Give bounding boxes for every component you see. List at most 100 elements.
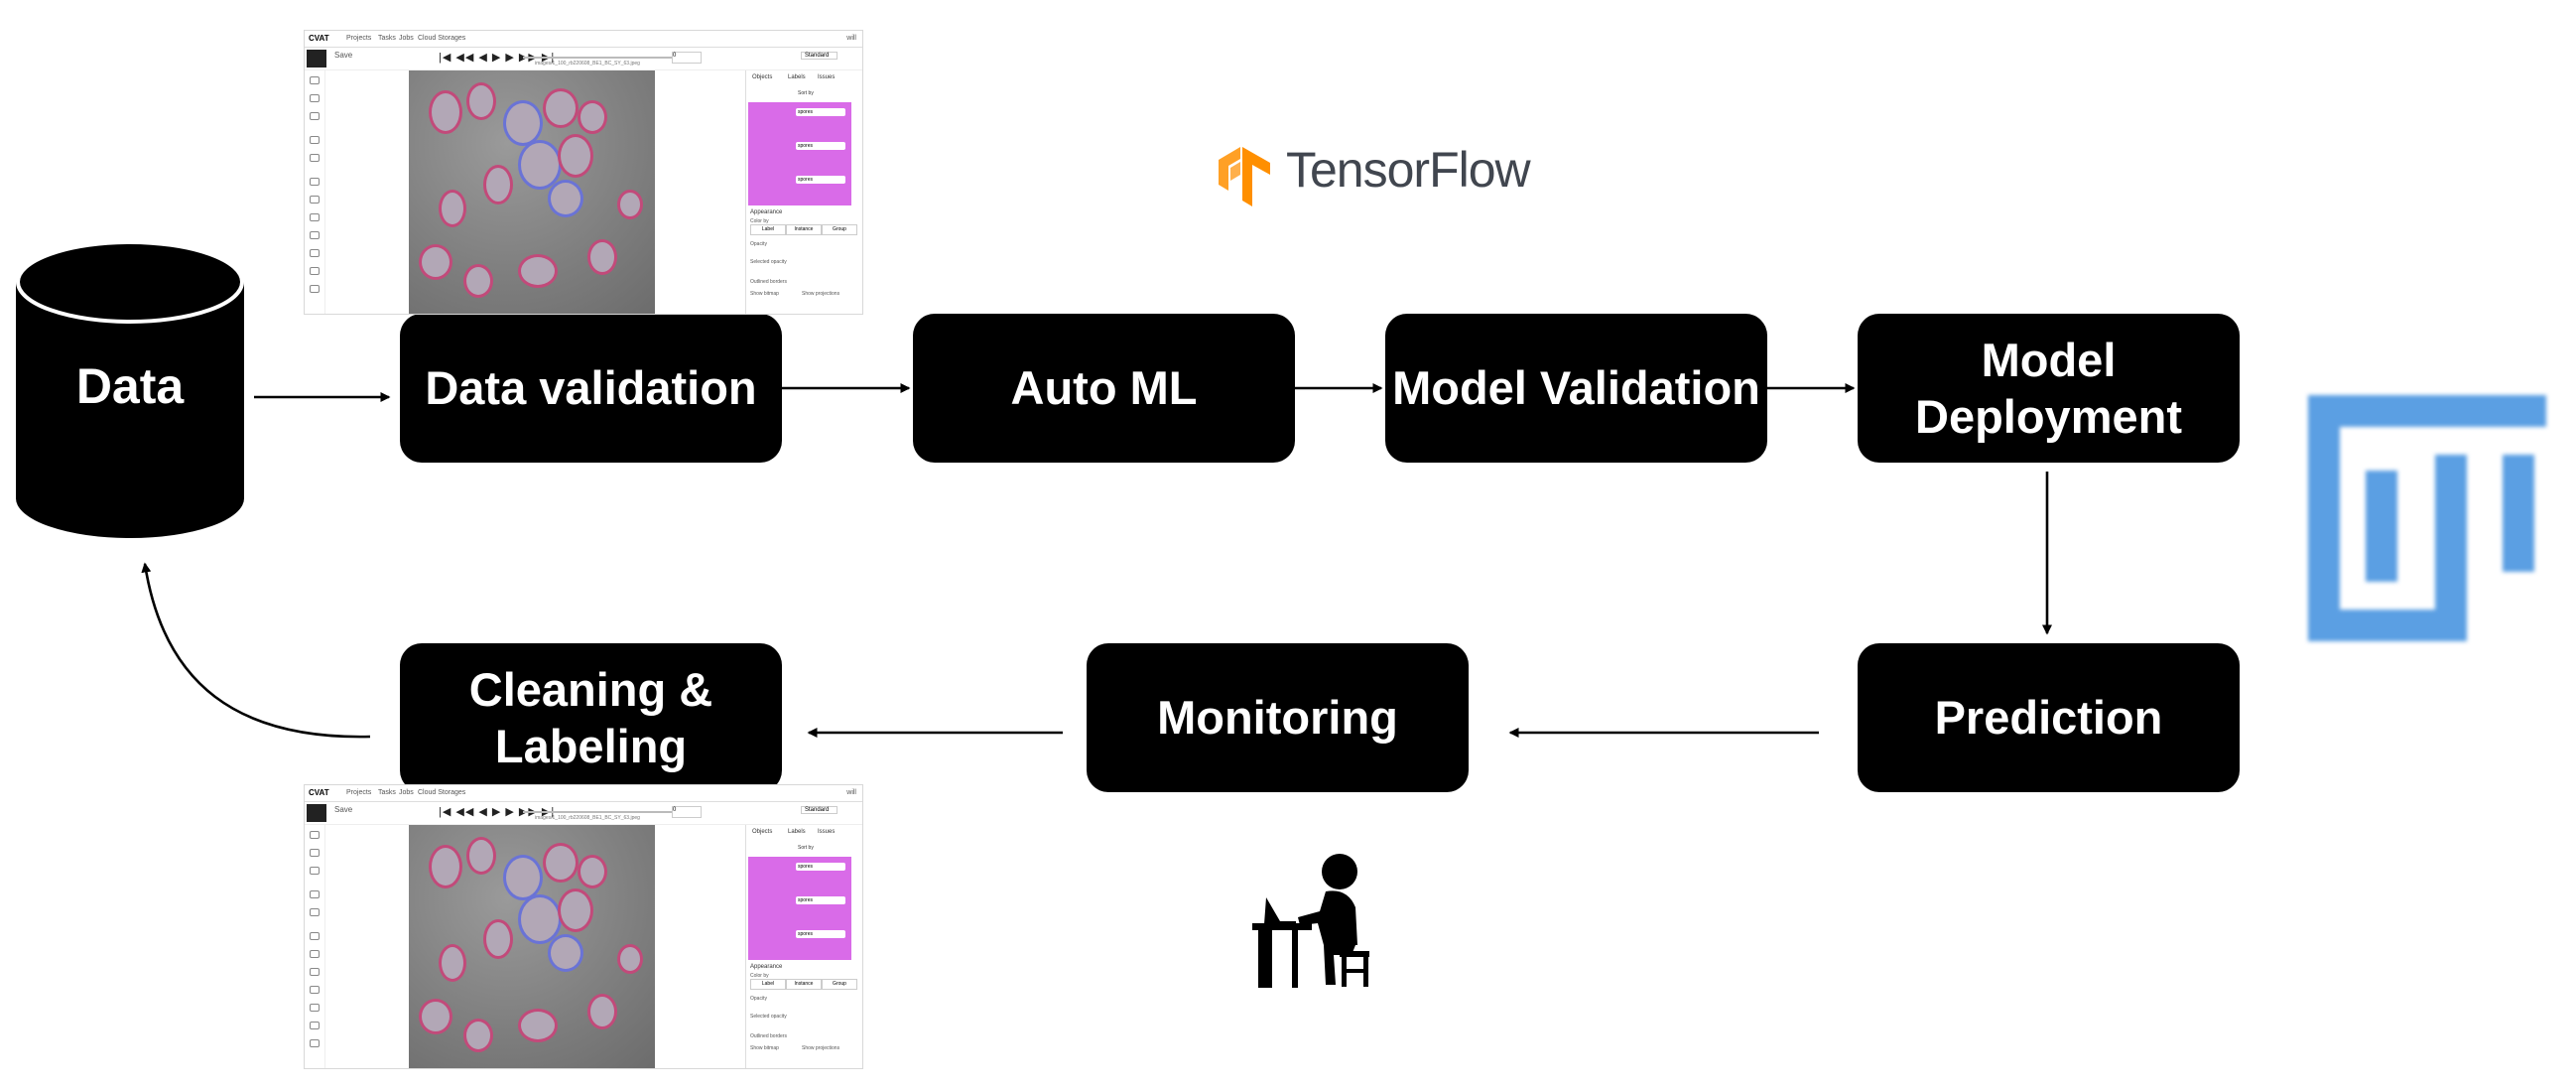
show-projections-label[interactable]: Show projections [802,1045,840,1051]
cuboid-icon[interactable] [310,1039,320,1047]
fit-icon[interactable] [310,890,320,898]
appearance-header[interactable]: Appearance [750,209,783,215]
frame-number-input[interactable]: 0 [672,806,702,818]
object-item-label[interactable]: spores [796,108,845,116]
points-icon[interactable] [310,249,320,257]
ellipse-icon[interactable] [310,267,320,275]
color-by-segmented: Label Instance Group [750,979,859,990]
tab-issues[interactable]: Issues [818,829,836,835]
menu-tasks[interactable]: Tasks [378,35,396,42]
menu-projects[interactable]: Projects [346,789,372,796]
cell [503,100,543,146]
frame-slider[interactable] [523,57,672,59]
object-item-label[interactable]: spores [796,930,845,938]
rotate-icon[interactable] [310,867,320,875]
points-icon[interactable] [310,1004,320,1012]
object-item-label[interactable]: spores [796,863,845,871]
sort-by-label: Sort by [798,845,814,851]
move-icon[interactable] [310,94,320,102]
rotate-icon[interactable] [310,112,320,120]
color-by-instance-option[interactable]: Instance [786,224,822,235]
color-by-group-option[interactable]: Group [822,224,857,235]
object-item-label[interactable]: spores [796,896,845,904]
workspace-select[interactable]: Standard [801,52,838,60]
rectangle-icon[interactable] [310,950,320,958]
player-controls[interactable]: |◀ ◀◀ ◀ ▶ ▶ ▶▶ ▶| [439,806,556,818]
cursor-icon[interactable] [310,831,320,839]
tab-issues[interactable]: Issues [818,74,836,80]
object-item-label[interactable]: spores [796,142,845,150]
menu-cloud-storages[interactable]: Cloud Storages [418,35,466,42]
tf-logo-right [1242,147,1270,206]
menu-jobs[interactable]: Jobs [399,35,414,42]
object-list: spores spores spores [748,102,851,205]
data-cylinder [16,240,244,538]
save-button[interactable]: Save [334,51,353,60]
color-by-group-option[interactable]: Group [822,979,857,990]
rectangle-icon[interactable] [310,196,320,204]
fiji-logo-shapes [2308,395,2546,641]
menu-jobs[interactable]: Jobs [399,789,414,796]
outlined-borders-label[interactable]: Outlined borders [750,1033,787,1039]
show-projections-label[interactable]: Show projections [802,291,840,297]
cell [617,944,643,974]
menu-button[interactable] [307,804,326,822]
user-menu[interactable]: will [846,35,856,42]
menu-projects[interactable]: Projects [346,35,372,42]
cell [587,994,617,1029]
cell [518,254,558,288]
save-button[interactable]: Save [334,805,353,814]
cuboid-icon[interactable] [310,285,320,293]
tensorflow-icon [1219,147,1270,206]
cell [419,244,452,280]
polyline-icon[interactable] [310,231,320,239]
color-by-instance-option[interactable]: Instance [786,979,822,990]
menu-tasks[interactable]: Tasks [378,789,396,796]
cell [518,140,562,190]
polygon-icon[interactable] [310,968,320,976]
cvat-toolbar: Save |◀ ◀◀ ◀ ▶ ▶ ▶▶ ▶| images/1_100_rb22… [305,802,862,825]
sidebar-tabs: Objects Labels Issues [746,825,862,839]
data-label: Data [75,358,185,414]
fit-icon[interactable] [310,136,320,144]
annotation-canvas[interactable] [409,70,655,314]
menu-button[interactable] [307,50,326,68]
cell [617,190,643,219]
tab-labels[interactable]: Labels [788,829,806,835]
move-icon[interactable] [310,849,320,857]
color-by-label-option[interactable]: Label [750,979,786,990]
color-by-label-option[interactable]: Label [750,224,786,235]
show-bitmap-label[interactable]: Show bitmap [750,1045,779,1051]
polygon-icon[interactable] [310,213,320,221]
user-menu[interactable]: will [846,789,856,796]
cell [548,180,583,217]
ellipse-icon[interactable] [310,1022,320,1029]
show-bitmap-label[interactable]: Show bitmap [750,291,779,297]
frame-slider[interactable] [523,811,672,813]
zoom-icon[interactable] [310,154,320,162]
cvat-header: CVAT Projects Tasks Jobs Cloud Storages … [305,31,862,48]
ai-tools-icon[interactable] [310,932,320,940]
tab-labels[interactable]: Labels [788,74,806,80]
cell [518,1009,558,1042]
object-item-label[interactable]: spores [796,176,845,184]
appearance-header[interactable]: Appearance [750,964,783,970]
outlined-borders-label[interactable]: Outlined borders [750,279,787,285]
tf-logo-left [1219,147,1240,191]
auto-ml-box: Auto ML [913,314,1295,463]
workspace-select[interactable]: Standard [801,806,838,814]
polyline-icon[interactable] [310,986,320,994]
tab-objects[interactable]: Objects [752,74,773,80]
menu-cloud-storages[interactable]: Cloud Storages [418,789,466,796]
person-at-laptop-icon [1252,854,1369,988]
ai-tools-icon[interactable] [310,178,320,186]
cell [429,90,462,134]
cursor-icon[interactable] [310,76,320,84]
cell [429,845,462,888]
tab-objects[interactable]: Objects [752,829,773,835]
player-controls[interactable]: |◀ ◀◀ ◀ ▶ ▶ ▶▶ ▶| [439,52,556,64]
frame-number-input[interactable]: 0 [672,52,702,64]
zoom-icon[interactable] [310,908,320,916]
annotation-canvas[interactable] [409,825,655,1068]
